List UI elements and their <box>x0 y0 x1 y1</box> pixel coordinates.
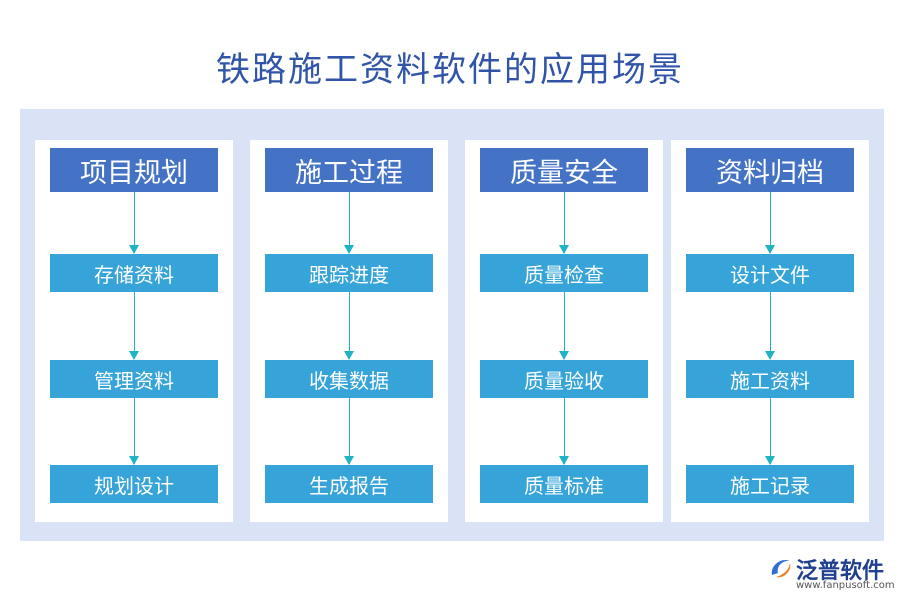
down-arrow-icon <box>344 292 354 360</box>
down-arrow-icon <box>559 292 569 360</box>
flow-step: 质量验收 <box>480 360 648 398</box>
flow-step: 存储资料 <box>50 254 218 292</box>
logo-name: 泛普软件 <box>796 559 885 584</box>
column-construction-process: 施工过程 跟踪进度 收集数据 生成报告 <box>250 140 448 522</box>
flow-step: 施工记录 <box>686 465 854 503</box>
flow-step: 收集数据 <box>265 360 433 398</box>
page-title: 铁路施工资料软件的应用场景 <box>216 50 684 90</box>
down-arrow-icon <box>129 192 139 254</box>
down-arrow-icon <box>765 398 775 465</box>
down-arrow-icon <box>344 192 354 254</box>
column-quality-safety: 质量安全 质量检查 质量验收 质量标准 <box>465 140 663 522</box>
down-arrow-icon <box>765 292 775 360</box>
swirl-logo-icon <box>771 559 791 578</box>
flow-step: 设计文件 <box>686 254 854 292</box>
column-project-planning: 项目规划 存储资料 管理资料 规划设计 <box>35 140 233 522</box>
flow-step: 规划设计 <box>50 465 218 503</box>
logo-url: www.fanpusoft.com <box>796 580 895 591</box>
brand-logo: 泛普软件 www.fanpusoft.com <box>768 553 895 597</box>
down-arrow-icon <box>129 398 139 465</box>
flow-step: 质量标准 <box>480 465 648 503</box>
column-header: 施工过程 <box>265 148 433 192</box>
down-arrow-icon <box>765 192 775 254</box>
flow-step: 生成报告 <box>265 465 433 503</box>
down-arrow-icon <box>559 398 569 465</box>
down-arrow-icon <box>559 192 569 254</box>
down-arrow-icon <box>129 292 139 360</box>
down-arrow-icon <box>344 398 354 465</box>
flow-step: 质量检查 <box>480 254 648 292</box>
flow-step: 施工资料 <box>686 360 854 398</box>
column-archiving: 资料归档 设计文件 施工资料 施工记录 <box>671 140 869 522</box>
flow-step: 跟踪进度 <box>265 254 433 292</box>
column-header: 质量安全 <box>480 148 648 192</box>
column-header: 项目规划 <box>50 148 218 192</box>
column-header: 资料归档 <box>686 148 854 192</box>
flow-step: 管理资料 <box>50 360 218 398</box>
